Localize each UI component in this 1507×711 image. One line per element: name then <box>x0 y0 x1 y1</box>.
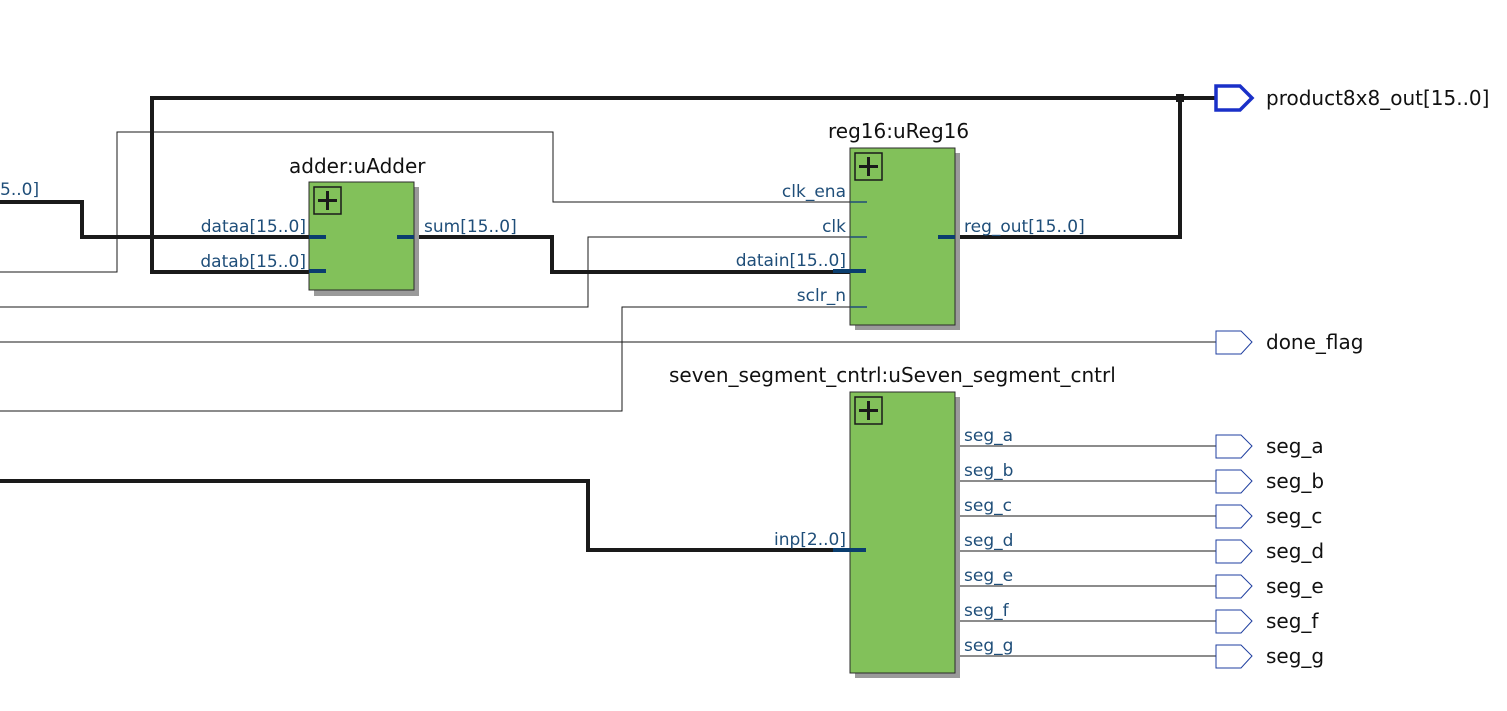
output-label-done-flag: done_flag <box>1266 330 1363 354</box>
adder-port-dataa: dataa[15..0] <box>201 217 306 237</box>
output-pin-seg-a-icon <box>1215 434 1253 459</box>
seven-seg-port-seg-g: seg_g <box>964 636 1013 656</box>
output-pin-done-flag-icon <box>1215 330 1253 355</box>
output-label-seg-b: seg_b <box>1266 469 1324 493</box>
reg16-expand-icon[interactable] <box>854 152 883 181</box>
output-pin-product[interactable]: product8x8_out[15..0] <box>1214 84 1489 112</box>
output-pin-seg-f[interactable]: seg_f <box>1215 609 1319 634</box>
output-label-seg-d: seg_d <box>1266 539 1324 563</box>
net-clk[interactable] <box>0 236 866 308</box>
seven-seg-port-seg-f: seg_f <box>964 601 1010 621</box>
output-label-product: product8x8_out[15..0] <box>1266 86 1489 110</box>
seven-seg-block[interactable]: seven_segment_cntrl:uSeven_segment_cntrl… <box>669 363 1116 678</box>
adder-port-datab: datab[15..0] <box>200 252 306 272</box>
bus-junction-dot <box>1176 94 1184 102</box>
net-sclr-n[interactable] <box>0 306 866 412</box>
output-pin-seg-e-icon <box>1215 574 1253 599</box>
seven-seg-port-seg-a: seg_a <box>964 426 1013 446</box>
output-label-seg-e: seg_e <box>1266 574 1324 598</box>
seven-seg-port-seg-c: seg_c <box>964 496 1012 516</box>
adder-instance-label: adder:uAdder <box>289 154 426 178</box>
output-pin-seg-d-icon <box>1215 539 1253 564</box>
bus-net-inp[interactable] <box>0 479 866 552</box>
reg16-port-clk-ena: clk_ena <box>782 182 846 202</box>
output-pin-seg-g[interactable]: seg_g <box>1215 644 1324 669</box>
reg16-port-reg-out: reg_out[15..0] <box>964 217 1085 237</box>
seven-seg-port-seg-b: seg_b <box>964 461 1013 481</box>
output-label-seg-g: seg_g <box>1266 644 1324 668</box>
output-pin-seg-e[interactable]: seg_e <box>1215 574 1324 599</box>
output-pins: product8x8_out[15..0] done_flag seg_a se… <box>1214 84 1489 669</box>
seven-seg-port-seg-e: seg_e <box>964 566 1013 586</box>
seven-seg-port-seg-d: seg_d <box>964 531 1013 551</box>
output-pin-seg-f-icon <box>1215 609 1253 634</box>
adder-expand-icon[interactable] <box>313 186 342 215</box>
left-edge-bus-label: 5..0] <box>0 180 39 200</box>
net-clk-ena[interactable] <box>0 131 866 273</box>
output-pin-seg-a[interactable]: seg_a <box>1215 434 1324 459</box>
output-label-seg-a: seg_a <box>1266 434 1324 458</box>
reg16-instance-label: reg16:uReg16 <box>828 119 969 143</box>
output-pin-product-icon <box>1214 84 1255 112</box>
output-pin-done-flag[interactable]: done_flag <box>1215 330 1363 355</box>
bus-net-dataa[interactable] <box>0 200 325 239</box>
bus-net-product-feedback[interactable] <box>150 96 1182 274</box>
reg16-port-sclr-n: sclr_n <box>797 286 846 306</box>
output-pin-seg-c-icon <box>1215 504 1253 529</box>
seven-seg-body[interactable] <box>849 391 956 674</box>
output-pin-seg-b-icon <box>1215 469 1253 494</box>
seven-seg-expand-icon[interactable] <box>854 396 883 425</box>
output-pin-seg-g-icon <box>1215 644 1253 669</box>
seven-seg-port-inp: inp[2..0] <box>774 530 846 550</box>
adder-port-sum: sum[15..0] <box>424 217 517 237</box>
reg16-block[interactable]: reg16:uReg16 clk_ena clk datain[15..0] s… <box>736 119 1085 330</box>
output-pin-seg-d[interactable]: seg_d <box>1215 539 1324 564</box>
reg16-port-clk: clk <box>822 217 846 237</box>
output-pin-seg-c[interactable]: seg_c <box>1215 504 1322 529</box>
nets <box>0 94 1216 657</box>
output-label-seg-f: seg_f <box>1266 609 1319 633</box>
seven-seg-instance-label: seven_segment_cntrl:uSeven_segment_cntrl <box>669 363 1116 387</box>
output-pin-seg-b[interactable]: seg_b <box>1215 469 1324 494</box>
output-label-seg-c: seg_c <box>1266 504 1322 528</box>
reg16-port-datain: datain[15..0] <box>736 251 846 271</box>
adder-block[interactable]: adder:uAdder dataa[15..0] datab[15..0] s… <box>200 154 517 296</box>
bus-net-sum-datain[interactable] <box>397 235 866 274</box>
